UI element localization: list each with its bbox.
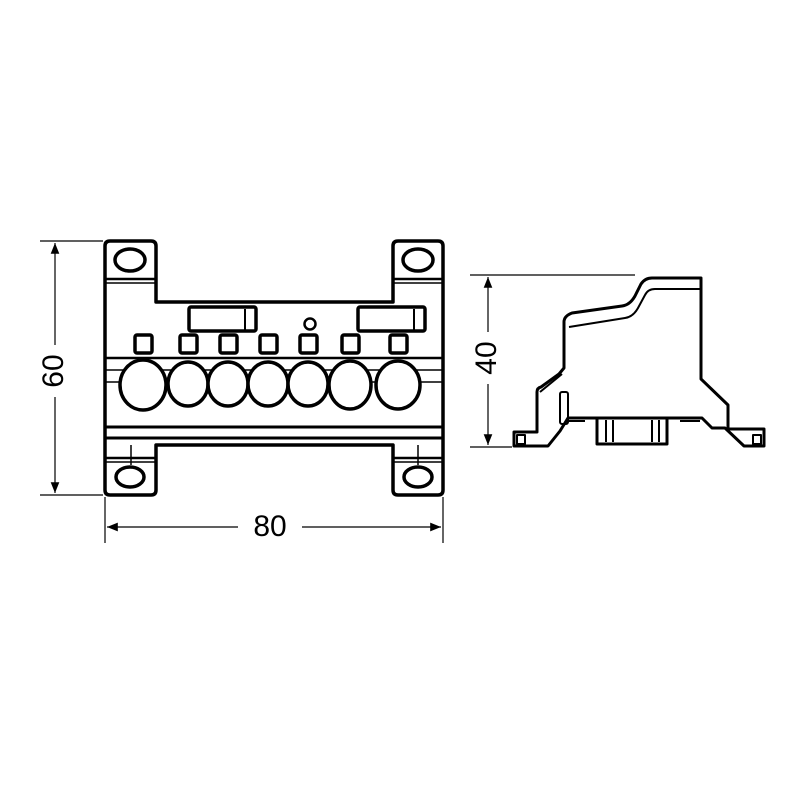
side-view xyxy=(512,276,766,448)
mounting-hole xyxy=(401,247,435,273)
dimension-height xyxy=(40,240,103,496)
front-outline xyxy=(103,239,445,497)
dimension-label-width: 80 xyxy=(253,510,286,543)
dimension-label-height: 60 xyxy=(37,354,70,387)
slot xyxy=(187,305,258,333)
indicator-hole xyxy=(303,317,317,331)
mounting-hole xyxy=(113,247,147,273)
mounting-hole xyxy=(402,465,434,489)
din-clip xyxy=(595,416,669,446)
dimension-label-depth: 40 xyxy=(470,341,503,374)
terminal-holes xyxy=(118,358,422,412)
dimension-depth xyxy=(470,274,635,448)
screw-heads xyxy=(133,333,409,355)
slot xyxy=(356,305,427,333)
dimension-width xyxy=(104,497,444,543)
front-view xyxy=(103,239,445,497)
mounting-hole xyxy=(114,465,146,489)
side-outline xyxy=(512,276,766,448)
